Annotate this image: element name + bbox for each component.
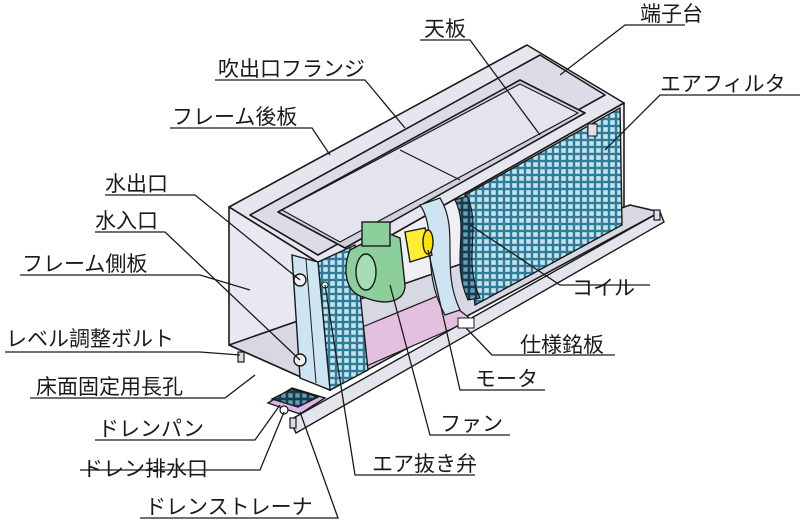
spec-nameplate [457,317,475,329]
label-outlet-flange: 吹出口フランジ [218,57,365,81]
label-floor-slot: 床面固定用長孔 [36,375,183,399]
label-drain-strainer: ドレンストレーナ [145,495,313,519]
label-terminal-block: 端子台 [640,2,703,26]
label-frame-side-plate: フレーム側板 [22,252,147,276]
label-fan: ファン [440,412,503,436]
label-drain-pan: ドレンパン [98,417,204,441]
labels: 端子台 天板 吹出口フランジ エアフィルタ フレーム後板 水出口 水入口 フレー… [6,2,786,519]
fan [345,221,406,303]
base-rail [289,210,665,434]
label-level-bolt: レベル調整ボルト [6,327,174,351]
motor [404,227,434,263]
leader-lines [5,24,800,519]
label-air-filter: エアフィルタ [660,72,786,96]
drain-outlet [279,405,289,415]
label-water-inlet: 水入口 [95,209,158,233]
label-top-plate: 天板 [424,17,466,41]
coil [419,195,481,316]
label-nameplate: 仕様銘板 [520,333,604,357]
label-frame-back-plate: フレーム後板 [172,105,297,129]
label-water-outlet: 水出口 [105,172,168,196]
label-air-vent: エア抜き弁 [372,452,477,476]
level-adjust-bolt [237,209,661,429]
label-coil: コイル [572,276,635,300]
label-drain-outlet: ドレン排水口 [82,457,208,481]
label-motor: モータ [475,367,538,391]
